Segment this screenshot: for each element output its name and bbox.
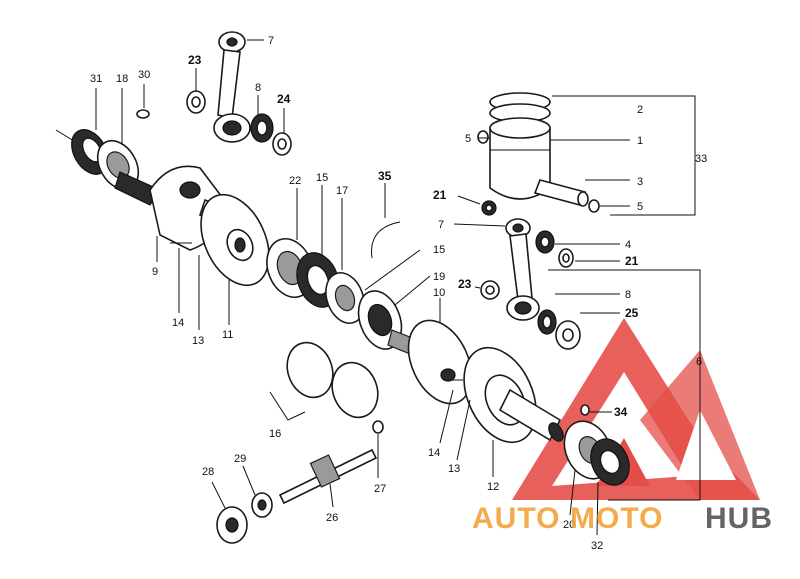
callout-29: 29 — [234, 453, 246, 465]
callout-24: 24 — [277, 92, 291, 106]
connecting-rod-top — [186, 31, 292, 156]
callout-16: 16 — [269, 428, 281, 440]
watermark-word-moto: MOTO — [570, 502, 663, 535]
piston-assembly — [477, 92, 696, 216]
callout-9: 9 — [152, 266, 158, 278]
callout-18: 18 — [116, 73, 128, 85]
callout-14-right: 14 — [428, 447, 440, 459]
callout-26: 26 — [326, 512, 338, 524]
connecting-rod-right — [480, 218, 701, 501]
callout-23-right: 23 — [458, 277, 472, 291]
callout-21-top: 21 — [433, 188, 447, 202]
callout-30: 30 — [138, 69, 150, 81]
callout-11: 11 — [222, 329, 233, 341]
callout-31: 31 — [90, 73, 102, 85]
callout-15-right: 15 — [433, 244, 445, 256]
callout-35: 35 — [378, 169, 392, 183]
leader-lines — [95, 39, 630, 536]
watermark-logo-icon — [512, 318, 760, 500]
callout-13-left: 13 — [192, 335, 204, 347]
callout-8-right: 8 — [625, 289, 631, 301]
watermark-word-hub: HUB — [705, 502, 773, 535]
callout-5-bottom: 5 — [637, 201, 643, 213]
callout-2: 2 — [637, 104, 643, 116]
callout-19: 19 — [433, 271, 445, 283]
callout-1: 1 — [637, 135, 643, 147]
callout-22: 22 — [289, 175, 301, 187]
callout-5-top: 5 — [465, 133, 471, 145]
callout-3: 3 — [637, 176, 643, 188]
callout-25: 25 — [625, 306, 639, 320]
callout-14-left: 14 — [172, 317, 184, 329]
callout-4: 4 — [625, 239, 631, 251]
callout-23-top: 23 — [188, 53, 202, 67]
snap-rings-16 — [269, 341, 379, 421]
callout-13-right: 13 — [448, 463, 460, 475]
callout-6: 6 — [696, 356, 702, 368]
watermark-text: AUTO MOTO HUB — [472, 502, 773, 535]
callout-15-top: 15 — [316, 172, 328, 184]
drive-shaft-assembly — [216, 420, 384, 544]
center-bearing-stack — [266, 221, 403, 350]
callout-20: 20 — [563, 519, 575, 531]
watermark-word-auto: AUTO — [472, 502, 560, 535]
callout-27: 27 — [374, 483, 386, 495]
callout-12: 12 — [487, 481, 499, 493]
callout-32: 32 — [591, 540, 603, 552]
callout-7-top: 7 — [268, 35, 274, 47]
callout-8-top: 8 — [255, 82, 261, 94]
callout-28: 28 — [202, 466, 214, 478]
callout-21-right: 21 — [625, 254, 639, 268]
callout-labels: 31 18 30 23 7 8 24 2 5 1 33 3 5 35 21 7 … — [90, 35, 707, 552]
left-crank-assembly — [55, 109, 270, 287]
right-crank-assembly — [387, 319, 630, 486]
callout-34: 34 — [614, 405, 628, 419]
callout-7-right: 7 — [438, 219, 444, 231]
callout-10: 10 — [433, 287, 445, 299]
callout-33: 33 — [695, 153, 707, 165]
callout-17: 17 — [336, 185, 348, 197]
